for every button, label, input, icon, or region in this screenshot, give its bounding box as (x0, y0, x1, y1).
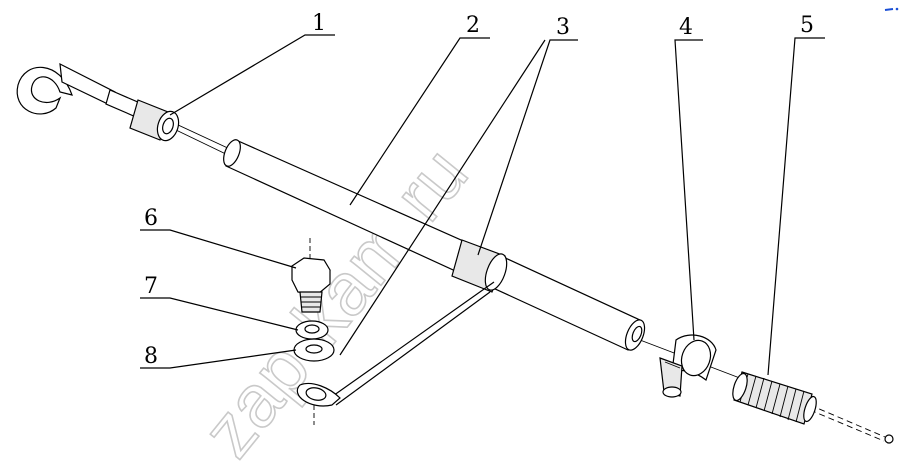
callout-6: 6 (144, 206, 158, 231)
bracket-strap (297, 281, 495, 407)
watermark: zap-kam.ru (185, 131, 484, 461)
part-1-hook-rod (16, 62, 180, 142)
callout-4: 4 (679, 15, 693, 40)
part-2-cable-sleeve (223, 139, 646, 351)
callout-3: 3 (556, 15, 570, 40)
part-4-clamp (659, 334, 717, 398)
part-6-bolt (291, 238, 331, 313)
callout-8: 8 (144, 344, 158, 369)
corner-mark (884, 7, 899, 11)
watermark-text: zap-kam.ru (186, 132, 483, 461)
callout-5: 5 (800, 13, 814, 38)
callout-labels: 1 2 3 4 5 6 7 8 (144, 11, 814, 369)
leader-lines (140, 34, 825, 376)
callout-7: 7 (144, 274, 158, 299)
part-8-flat-washer (293, 338, 335, 425)
callout-2: 2 (466, 13, 480, 38)
part-5-threaded-fitting (732, 371, 817, 425)
part-7-lock-washer (295, 320, 329, 340)
callout-1: 1 (312, 11, 326, 36)
part-3-coupling (451, 239, 508, 293)
